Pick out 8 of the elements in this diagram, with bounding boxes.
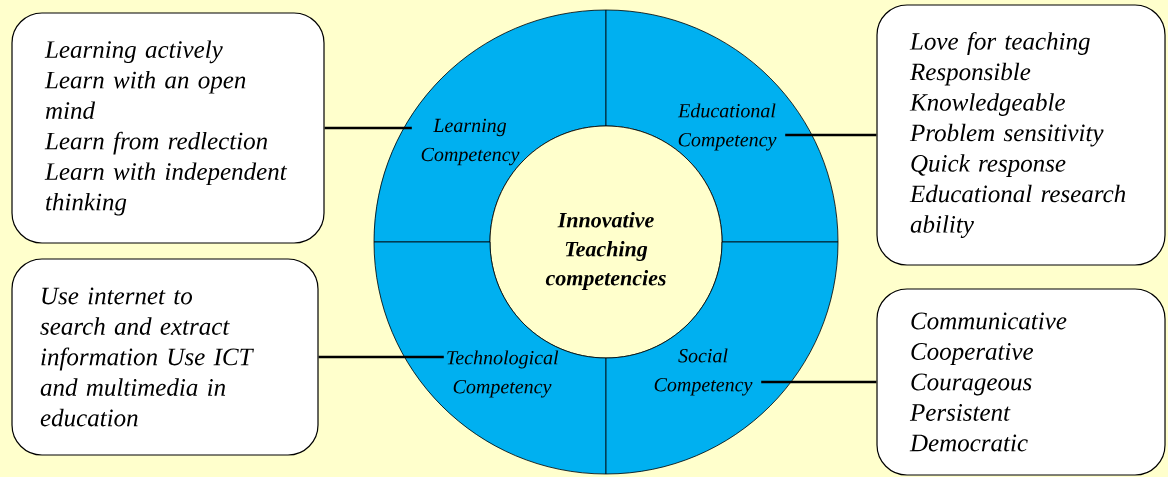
connector-line [761, 380, 877, 384]
connector-line [318, 355, 444, 359]
text-box: Communicative Cooperative Courageous Persistent Democratic [876, 288, 1166, 476]
text-box: Use internet to search and extract information Use ICT and multimedia in education [11, 258, 319, 456]
text-box: Learning actively Learn with an open mind Learn from redlection Learn with independent thinking [11, 12, 325, 244]
connector-line [324, 126, 412, 130]
connector-line [785, 133, 877, 137]
text-box: Love for teaching Responsible Knowledgeable Problem sensitivity Quick response Educational research ability [876, 4, 1166, 266]
